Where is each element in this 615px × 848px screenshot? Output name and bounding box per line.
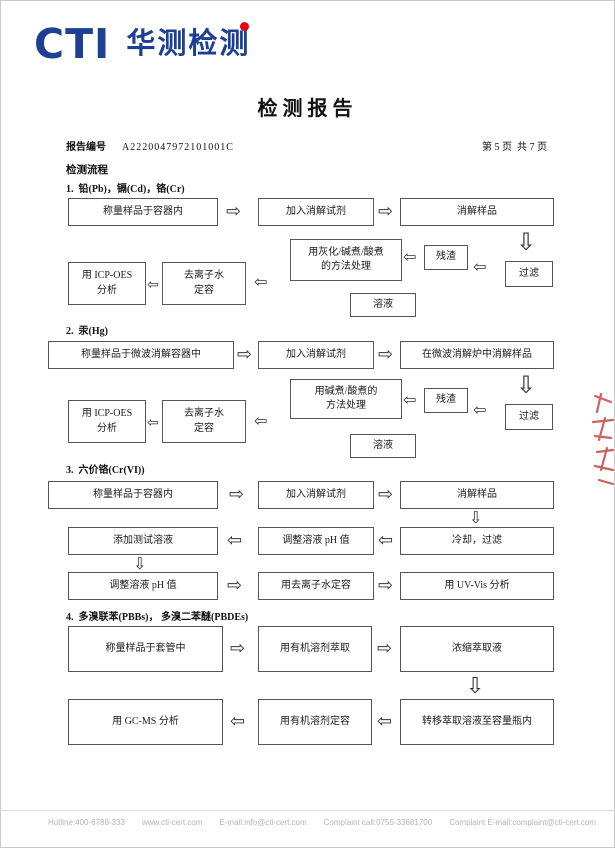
flow-box-s2-solution: 溶液 xyxy=(350,434,416,458)
flow-box-s4-concentrate: 浓缩萃取液 xyxy=(400,626,554,672)
arrow-right-icon xyxy=(377,640,392,658)
flow-box-s2-treat: 用碱煮/酸煮的 方法处理 xyxy=(290,379,402,419)
arrow-right-icon xyxy=(237,346,252,364)
flow-box-s4-weigh: 称量样品于套管中 xyxy=(68,626,223,672)
footer-divider xyxy=(0,810,615,811)
flow-box-s4-extract: 用有机溶剂萃取 xyxy=(258,626,372,672)
flow-box-s3-add-test-solution: 添加测试溶液 xyxy=(68,527,218,555)
flow-box-s3-adjust-ph-2: 调整溶液 pH 值 xyxy=(68,572,218,600)
cti-logo-chinese: 华测检测 xyxy=(126,28,251,60)
section-4-heading: 4. 多溴联苯(PBBs)， 多溴二苯醚(PBDEs) xyxy=(66,612,249,623)
arrow-left-icon xyxy=(254,413,267,429)
arrow-left-icon xyxy=(377,713,392,731)
cti-logo: CTI 华测检测 xyxy=(34,20,250,72)
flow-box-s2-filter: 过滤 xyxy=(505,404,553,430)
footer: Hotline:400-6788-333 www.cti-cert.com E-… xyxy=(48,818,605,827)
flow-box-s3-adjust-ph-1: 调整溶液 pH 值 xyxy=(258,527,374,555)
flow-box-s3-digest: 消解样品 xyxy=(400,481,554,509)
arrow-right-icon xyxy=(378,203,393,221)
arrow-right-icon xyxy=(227,577,242,595)
report-no-value: A2220047972101001C xyxy=(122,142,234,153)
flow-heading: 检测流程 xyxy=(66,165,108,176)
arrow-left-icon xyxy=(403,249,416,265)
flow-box-s3-add-reagent: 加入消解试剂 xyxy=(258,481,374,509)
page-number: 第 5 页 共 7 页 xyxy=(482,142,547,153)
flow-box-s3-weigh: 称量样品于容器内 xyxy=(48,481,218,509)
flow-box-s3-dilute: 用去离子水定容 xyxy=(258,572,374,600)
arrow-right-icon xyxy=(378,486,393,504)
arrow-right-icon xyxy=(378,577,393,595)
flow-box-s3-analyze: 用 UV-Vis 分析 xyxy=(400,572,554,600)
cti-logo-red-dot-icon xyxy=(240,22,250,31)
arrow-right-icon xyxy=(230,640,245,658)
footer-website: www.cti-cert.com xyxy=(141,818,203,827)
arrow-left-icon xyxy=(147,278,159,292)
flow-box-s1-digest: 消解样品 xyxy=(400,198,554,226)
flow-box-s1-residue: 残渣 xyxy=(424,245,468,270)
flow-box-s3-cool-filter: 冷却，过滤 xyxy=(400,527,554,555)
flow-box-s1-treat: 用灰化/碱煮/酸煮 的方法处理 xyxy=(290,239,402,281)
arrow-left-icon xyxy=(403,392,416,408)
red-seal-fragment-icon xyxy=(591,392,615,486)
flow-box-s1-add-reagent: 加入消解试剂 xyxy=(258,198,374,226)
arrow-left-icon xyxy=(254,274,267,290)
flow-box-s4-transfer: 转移萃取溶液至容量瓶内 xyxy=(400,699,554,745)
arrow-left-icon xyxy=(473,402,486,418)
arrow-right-icon xyxy=(378,346,393,364)
arrow-left-icon xyxy=(378,532,393,550)
footer-email: E-mail:info@cti-cert.com xyxy=(219,818,307,827)
arrow-left-icon xyxy=(227,532,242,550)
flow-box-s4-analyze: 用 GC-MS 分析 xyxy=(68,699,223,745)
arrow-down-icon xyxy=(133,556,146,572)
arrow-right-icon xyxy=(226,203,241,221)
arrow-left-icon xyxy=(147,416,159,430)
report-meta-row: 报告编号 A2220047972101001C 第 5 页 共 7 页 xyxy=(66,138,547,153)
flow-box-s2-dilute: 去离子水 定容 xyxy=(162,400,246,443)
arrow-down-icon xyxy=(516,230,536,254)
cti-logo-text: CTI xyxy=(34,20,111,68)
footer-complaint-email: Complaint E-mail:complaint@cti-cert.com xyxy=(449,818,597,827)
page-title: 检测报告 xyxy=(257,98,358,120)
flow-box-s1-analyze: 用 ICP-OES 分析 xyxy=(68,262,146,305)
section-1-heading: 1. 铅(Pb)，镉(Cd)，铬(Cr) xyxy=(66,184,185,195)
footer-complaint-call: Complaint call:0755-33681700 xyxy=(323,818,433,827)
arrow-left-icon xyxy=(473,259,486,275)
section-2-heading: 2. 汞(Hg) xyxy=(66,326,108,337)
flow-box-s2-digest: 在微波消解炉中消解样品 xyxy=(400,341,554,369)
section-3-heading: 3. 六价铬(Cr(VI)) xyxy=(66,465,145,476)
arrow-left-icon xyxy=(230,713,245,731)
flow-box-s1-filter: 过滤 xyxy=(505,261,553,287)
report-no-label: 报告编号 xyxy=(66,142,106,153)
flow-box-s1-weigh: 称量样品于容器内 xyxy=(68,198,218,226)
flow-box-s4-dilute: 用有机溶剂定容 xyxy=(258,699,372,745)
flow-box-s2-weigh: 称量样品于微波消解容器中 xyxy=(48,341,234,369)
flow-box-s2-add-reagent: 加入消解试剂 xyxy=(258,341,374,369)
flow-box-s2-residue: 残渣 xyxy=(424,388,468,413)
arrow-down-icon xyxy=(469,510,482,526)
arrow-right-icon xyxy=(229,486,244,504)
arrow-down-icon xyxy=(466,676,484,698)
flow-box-s1-dilute: 去离子水 定容 xyxy=(162,262,246,305)
footer-hotline: Hotline:400-6788-333 xyxy=(48,818,125,827)
flow-box-s1-solution: 溶液 xyxy=(350,293,416,317)
arrow-down-icon xyxy=(516,373,536,397)
flow-box-s2-analyze: 用 ICP-OES 分析 xyxy=(68,400,146,443)
